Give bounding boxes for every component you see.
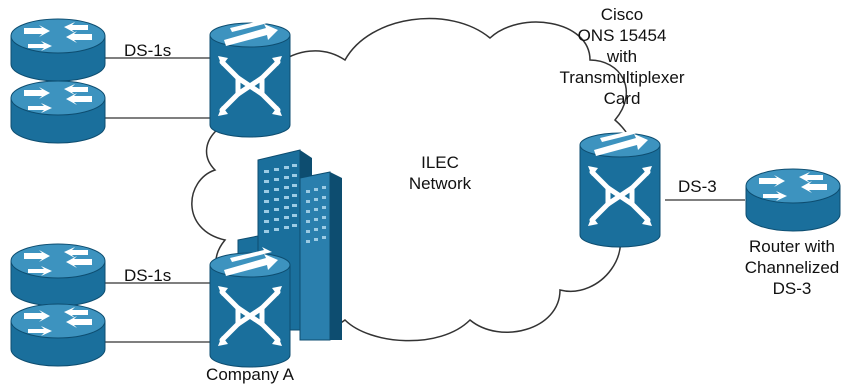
company-a-label: Company A <box>206 365 294 384</box>
atm-switch-icon <box>210 247 290 367</box>
ilec-network-label-line: ILEC <box>421 153 459 172</box>
router-icon <box>10 303 106 367</box>
router-icon <box>10 80 106 144</box>
router-label-line: Channelized <box>744 258 840 277</box>
router-label-line: Router with <box>749 237 835 256</box>
ds1-label-bottom: DS-1s <box>124 266 172 285</box>
router-label-line: DS-3 <box>772 279 812 298</box>
cisco-ons-label-line: ONS 15454 <box>577 26 667 45</box>
cisco-ons-label-line: Card <box>603 89 641 108</box>
ilec-network-label: ILEC Network <box>380 152 500 194</box>
ds1-label-top: DS-1s <box>124 41 172 60</box>
cisco-ons-label-line: with <box>606 47 638 66</box>
atm-switch-icon <box>210 17 290 137</box>
cisco-ons-label: Cisco ONS 15454 with Transmultiplexer Ca… <box>556 4 688 109</box>
router-icon <box>745 168 841 232</box>
cisco-ons-label-line: Transmultiplexer <box>559 68 685 87</box>
router-channelized-label: Router with Channelized DS-3 <box>722 236 862 299</box>
cisco-ons-label-line: Cisco <box>600 5 644 24</box>
router-icon <box>10 243 106 307</box>
ilec-network-label-line: Network <box>408 174 472 193</box>
ds3-label: DS-3 <box>678 177 717 196</box>
router-icon <box>10 18 106 82</box>
ons-15454-icon <box>580 127 660 247</box>
